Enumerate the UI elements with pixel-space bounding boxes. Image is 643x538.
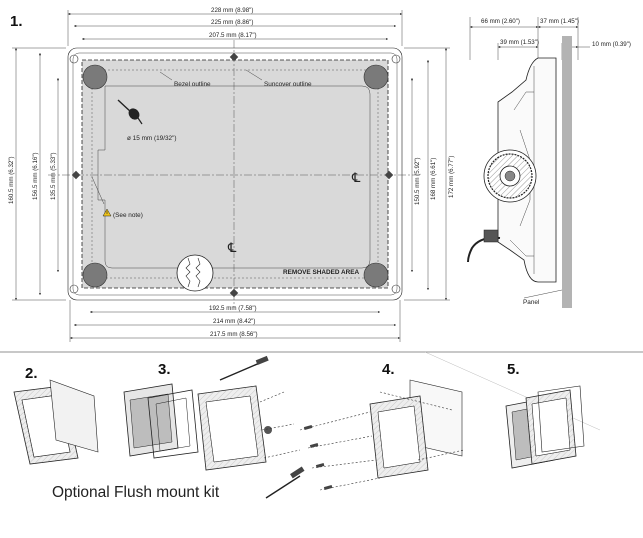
suncover-outline-label: Suncover outline — [264, 81, 312, 88]
left-dimension-lines — [12, 47, 66, 301]
dim-right-2: 168 mm (6.61") — [430, 158, 437, 200]
note-leader — [91, 176, 105, 205]
hole-size-label: ø 15 mm (19/32") — [127, 135, 177, 142]
zoom-detail-circle — [176, 254, 214, 292]
step-4-panel-install — [299, 379, 465, 491]
panel-label: Panel — [523, 299, 539, 306]
dim-left-3: 135.5 mm (5.33") — [50, 152, 57, 200]
warning-icon — [102, 208, 112, 217]
dim-right-1: 150.5 mm (5.92") — [414, 157, 421, 205]
bezel-leader — [159, 71, 173, 81]
dim-top-2: 225 mm (8.86") — [211, 19, 253, 26]
screw-markers — [69, 52, 401, 298]
centerline-symbol-right: ℄ — [351, 171, 361, 186]
step-3-number: 3. — [158, 361, 171, 378]
dim-bottom-1: 192.5 mm (7.58") — [209, 305, 257, 312]
dim-top-1: 228 mm (8.98") — [211, 7, 253, 14]
step-5-final-assembly — [505, 385, 585, 469]
dim-right-3: 172 mm (6.77") — [448, 156, 455, 198]
step-5-number: 5. — [507, 361, 520, 378]
dim-side-3: 39 mm (1.53") — [500, 39, 539, 46]
top-dimension-lines — [67, 10, 403, 46]
dim-side-1: 66 mm (2.60") — [481, 18, 520, 25]
right-dimension-lines — [404, 47, 450, 301]
see-note-label: (See note) — [113, 212, 143, 219]
dim-top-3: 207.5 mm (8.17") — [209, 32, 257, 39]
mounting-panel — [562, 36, 572, 308]
cutout-shaded-area — [81, 59, 389, 289]
bottom-dimension-lines — [69, 300, 401, 342]
step-2-number: 2. — [25, 365, 38, 382]
remove-shaded-label: REMOVE SHADED AREA — [283, 269, 359, 276]
step-2-flush-frame — [13, 379, 99, 465]
centerline-symbol-bottom: ℄ — [227, 241, 237, 256]
dim-left-1: 160.5 mm (6.32") — [8, 156, 15, 204]
step-1-number: 1. — [10, 13, 23, 30]
bezel-outer — [67, 47, 403, 301]
cable-gland-icon — [117, 99, 143, 125]
dim-bottom-2: 214 mm (8.42") — [213, 318, 255, 325]
dim-bottom-3: 217.5 mm (8.56") — [210, 331, 258, 338]
step-3-display-assembly — [123, 355, 305, 499]
dim-side-2: 37 mm (1.45") — [540, 18, 579, 25]
side-view — [467, 17, 590, 308]
corner-hole-top-left — [82, 64, 108, 90]
dim-left-2: 156.5 mm (6.16") — [32, 152, 39, 200]
dim-side-4: 10 mm (0.39") — [592, 41, 631, 48]
suncover-outline — [97, 85, 371, 269]
bezel-outline-label: Bezel outline — [174, 81, 211, 88]
corner-hole-bottom-right — [363, 262, 389, 288]
optional-kit-caption: Optional Flush mount kit — [52, 484, 220, 501]
suncover-leader — [245, 69, 263, 81]
corner-hole-bottom-left — [82, 262, 108, 288]
step-4-number: 4. — [382, 361, 395, 378]
screen-outline — [91, 69, 379, 279]
corner-hole-top-right — [363, 64, 389, 90]
